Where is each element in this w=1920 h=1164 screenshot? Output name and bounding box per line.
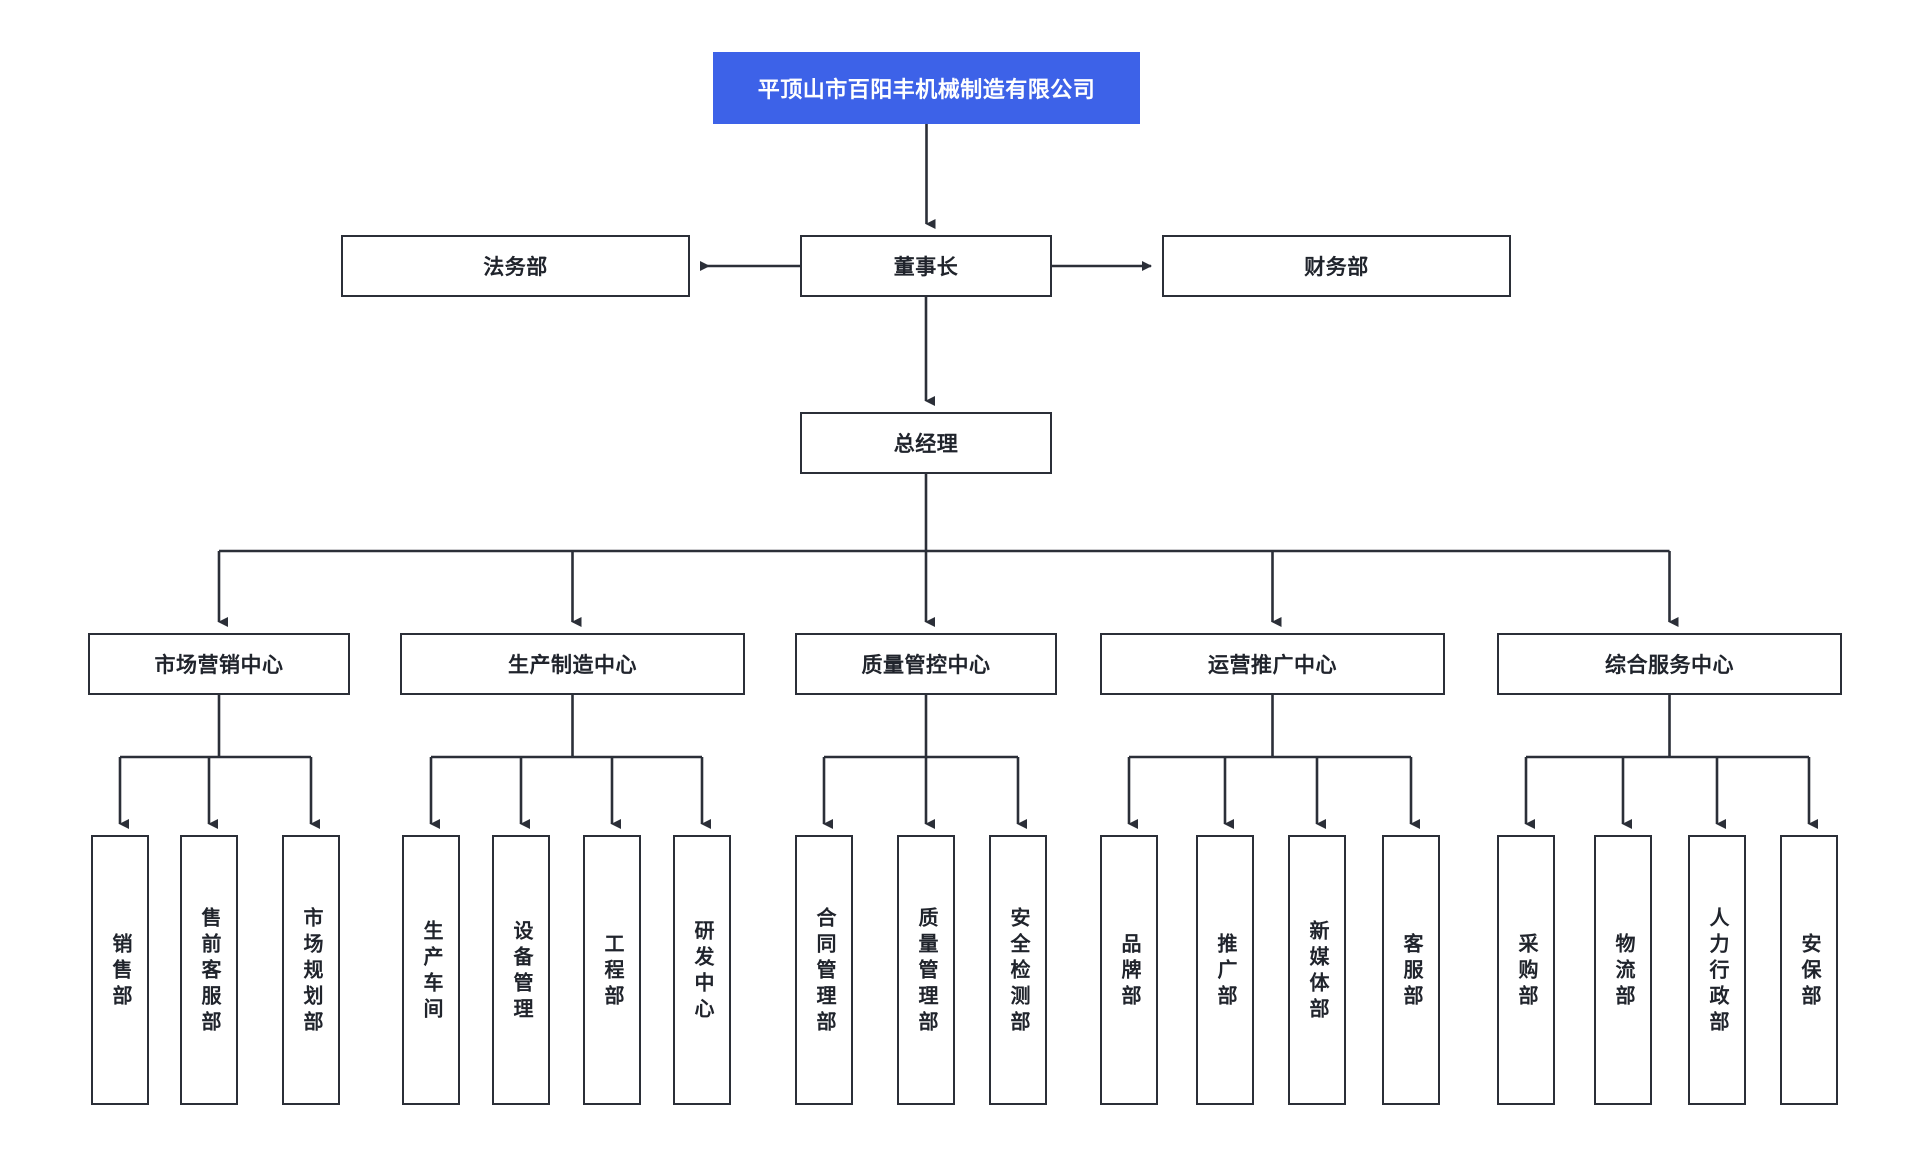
node-label: 市场规划部: [300, 907, 322, 1037]
chairman-node[interactable]: 董事长: [800, 235, 1052, 297]
node-label: 财务部: [1304, 256, 1369, 279]
node-label: 平顶山市百阳丰机械制造有限公司: [757, 77, 1096, 102]
center-node-3[interactable]: 质量管控中心: [795, 633, 1057, 695]
node-label: 合同管理部: [813, 907, 835, 1037]
department-node-1-1[interactable]: 销售部: [91, 835, 149, 1105]
general-manager-node[interactable]: 总经理: [800, 412, 1052, 474]
department-node-5-1[interactable]: 采购部: [1497, 835, 1555, 1105]
node-label: 综合服务中心: [1605, 654, 1734, 677]
finance-department-node[interactable]: 财务部: [1162, 235, 1511, 297]
node-label: 总经理: [893, 433, 959, 456]
department-node-4-1[interactable]: 品牌部: [1100, 835, 1158, 1105]
node-label: 品牌部: [1118, 933, 1140, 1011]
node-label: 董事长: [893, 256, 959, 279]
department-node-4-3[interactable]: 新媒体部: [1288, 835, 1346, 1105]
node-label: 人力行政部: [1706, 907, 1728, 1037]
center-node-4[interactable]: 运营推广中心: [1100, 633, 1445, 695]
center-node-5[interactable]: 综合服务中心: [1497, 633, 1842, 695]
department-node-3-3[interactable]: 安全检测部: [989, 835, 1047, 1105]
node-label: 客服部: [1400, 933, 1422, 1011]
node-label: 生产车间: [420, 920, 442, 1024]
department-node-1-2[interactable]: 售前客服部: [180, 835, 238, 1105]
department-node-3-2[interactable]: 质量管理部: [897, 835, 955, 1105]
company-root-node[interactable]: 平顶山市百阳丰机械制造有限公司: [713, 52, 1140, 124]
node-label: 市场营销中心: [154, 654, 284, 677]
node-label: 推广部: [1214, 933, 1236, 1011]
node-label: 质量管控中心: [861, 654, 991, 677]
node-label: 物流部: [1612, 933, 1634, 1011]
node-label: 安全检测部: [1007, 907, 1029, 1037]
node-label: 安保部: [1798, 933, 1820, 1011]
center-node-2[interactable]: 生产制造中心: [400, 633, 745, 695]
department-node-5-4[interactable]: 安保部: [1780, 835, 1838, 1105]
node-label: 法务部: [483, 256, 548, 279]
node-label: 研发中心: [691, 920, 713, 1024]
department-node-2-3[interactable]: 工程部: [583, 835, 641, 1105]
department-node-5-3[interactable]: 人力行政部: [1688, 835, 1746, 1105]
department-node-4-4[interactable]: 客服部: [1382, 835, 1440, 1105]
node-label: 质量管理部: [915, 907, 937, 1037]
department-node-4-2[interactable]: 推广部: [1196, 835, 1254, 1105]
department-node-3-1[interactable]: 合同管理部: [795, 835, 853, 1105]
department-node-2-4[interactable]: 研发中心: [673, 835, 731, 1105]
department-node-2-1[interactable]: 生产车间: [402, 835, 460, 1105]
department-node-1-3[interactable]: 市场规划部: [282, 835, 340, 1105]
department-node-2-2[interactable]: 设备管理: [492, 835, 550, 1105]
node-label: 运营推广中心: [1208, 654, 1337, 677]
node-label: 新媒体部: [1306, 920, 1328, 1024]
department-node-5-2[interactable]: 物流部: [1594, 835, 1652, 1105]
node-label: 设备管理: [510, 920, 532, 1024]
node-label: 工程部: [601, 933, 623, 1011]
node-label: 采购部: [1515, 933, 1537, 1011]
node-label: 售前客服部: [198, 907, 220, 1037]
center-node-1[interactable]: 市场营销中心: [88, 633, 350, 695]
legal-department-node[interactable]: 法务部: [341, 235, 690, 297]
node-label: 生产制造中心: [508, 654, 637, 677]
node-label: 销售部: [109, 933, 131, 1011]
